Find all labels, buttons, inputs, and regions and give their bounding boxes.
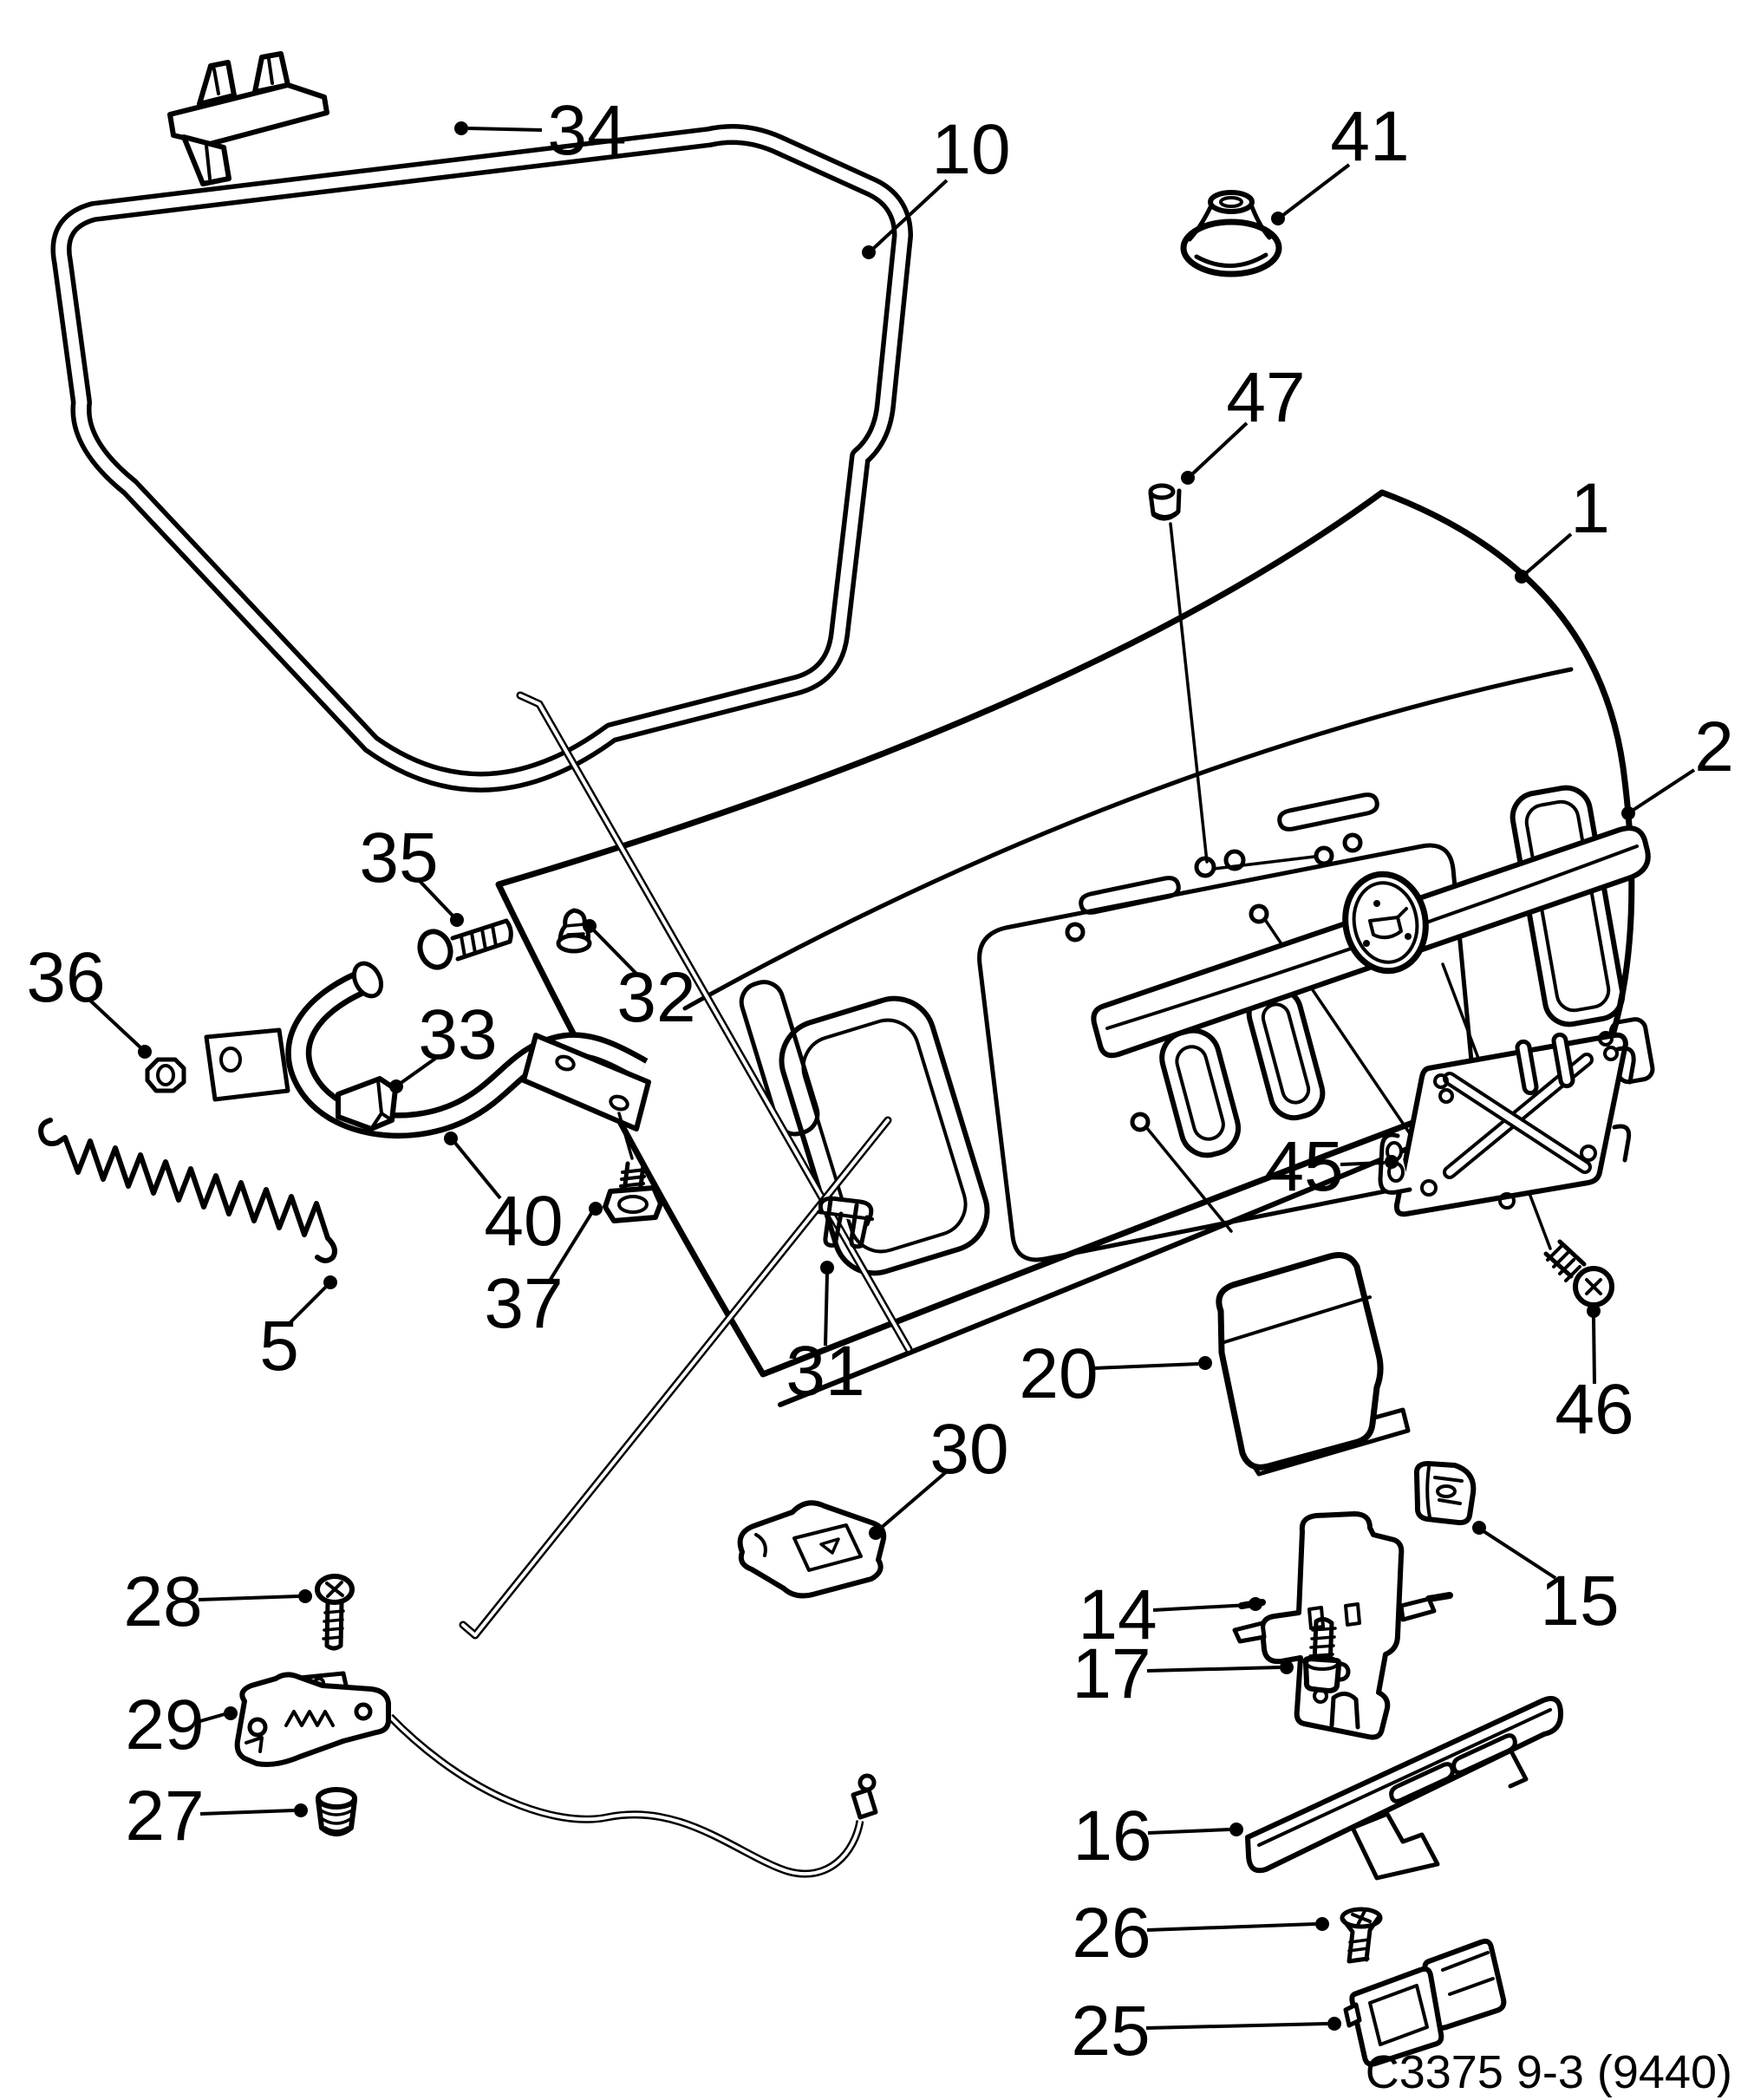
part-tension-spring bbox=[38, 1118, 337, 1263]
part-lock-cover-20 bbox=[1216, 1252, 1411, 1477]
part-grommet-41 bbox=[1180, 190, 1282, 277]
callout-32: 32 bbox=[616, 958, 695, 1037]
callout-14: 14 bbox=[1078, 1575, 1157, 1654]
leader-29 bbox=[199, 1706, 238, 1723]
leader-25 bbox=[1145, 2017, 1341, 2031]
part-torsion-rod-a bbox=[516, 691, 913, 1353]
leader-5 bbox=[288, 1275, 337, 1325]
callout-labels: 34 10 41 47 1 2 35 36 33 32 40 37 5 31 2… bbox=[26, 91, 1733, 2071]
part-lock-latch-14 bbox=[1232, 1511, 1453, 1740]
part-plate-bracket-45 bbox=[1378, 1031, 1636, 1217]
callout-37: 37 bbox=[484, 1264, 563, 1343]
callout-46: 46 bbox=[1555, 1370, 1633, 1449]
callout-26: 26 bbox=[1072, 1894, 1151, 1973]
leader-30 bbox=[869, 1470, 949, 1540]
saab-emblem bbox=[1342, 871, 1429, 975]
callout-10: 10 bbox=[931, 110, 1010, 189]
leader-46 bbox=[1587, 1304, 1601, 1385]
callout-41: 41 bbox=[1330, 97, 1409, 176]
lid-left-cutout bbox=[779, 995, 990, 1276]
leader-47 bbox=[1181, 421, 1249, 485]
callout-45: 45 bbox=[1264, 1127, 1343, 1206]
part-clip-33 bbox=[336, 1076, 398, 1132]
callout-27: 27 bbox=[125, 1777, 204, 1855]
part-plastic-nut-27 bbox=[316, 1787, 357, 1836]
callout-15: 15 bbox=[1540, 1562, 1619, 1640]
leader-10 bbox=[862, 179, 949, 259]
leader-17 bbox=[1146, 1660, 1294, 1674]
leader-1 bbox=[1515, 532, 1573, 584]
part-torsion-rod-b bbox=[459, 1116, 892, 1640]
leader-31 bbox=[820, 1261, 834, 1347]
leader-45 bbox=[1340, 1155, 1399, 1169]
callout-30: 30 bbox=[929, 1410, 1008, 1489]
leader-27 bbox=[199, 1803, 308, 1817]
callout-33: 33 bbox=[418, 995, 497, 1074]
callout-35: 35 bbox=[359, 818, 438, 897]
lid-slot-2 bbox=[1277, 792, 1379, 832]
leader-lines bbox=[87, 121, 1696, 2031]
callout-25: 25 bbox=[1071, 1992, 1150, 2071]
callout-31: 31 bbox=[786, 1332, 864, 1411]
callout-34: 34 bbox=[547, 91, 626, 170]
part-release-latch-29 bbox=[234, 1671, 878, 1878]
part-bolt-37 bbox=[603, 1161, 663, 1223]
part-plate-light-strip-16 bbox=[1245, 1696, 1563, 1881]
part-screw-28 bbox=[315, 1574, 355, 1651]
part-striker-plate-30 bbox=[737, 1500, 887, 1599]
leader-14 bbox=[1152, 1597, 1262, 1612]
leader-36 bbox=[87, 997, 152, 1059]
leader-35 bbox=[416, 877, 464, 927]
leader-41 bbox=[1271, 163, 1351, 225]
part-bolt-17 bbox=[1302, 1616, 1342, 1693]
leader-32 bbox=[583, 919, 639, 976]
lid-left-cutout-partial bbox=[739, 980, 820, 1137]
part-weatherstrip-seal bbox=[50, 124, 913, 792]
part-nut-36 bbox=[145, 1057, 186, 1093]
callout-20: 20 bbox=[1019, 1334, 1098, 1413]
part-screw-26 bbox=[1340, 1907, 1383, 1964]
part-latch-cap-15 bbox=[1413, 1461, 1477, 1526]
leader-2 bbox=[1621, 768, 1696, 820]
part-trunk-lid bbox=[495, 489, 1655, 1407]
leader-34 bbox=[454, 121, 543, 135]
part-bolt-35 bbox=[417, 918, 513, 970]
part-screw-46 bbox=[1543, 1239, 1614, 1308]
lid-slot-1 bbox=[1079, 876, 1181, 915]
callout-36: 36 bbox=[26, 938, 105, 1017]
leader-26 bbox=[1146, 1917, 1329, 1932]
leader-28 bbox=[198, 1589, 312, 1603]
callout-29: 29 bbox=[125, 1686, 204, 1764]
callout-17: 17 bbox=[1072, 1634, 1151, 1713]
part-cable-clip-31 bbox=[817, 1196, 874, 1249]
leader-15 bbox=[1472, 1521, 1557, 1580]
part-switch-unit-25 bbox=[1343, 1938, 1507, 2067]
drawing-code: C3375 9-3 (9440) bbox=[1366, 2046, 1732, 2098]
leader-20 bbox=[1093, 1356, 1212, 1370]
part-hinge-pivot-bracket bbox=[204, 1027, 290, 1102]
lid-oval-slot-a bbox=[1159, 1027, 1242, 1158]
callout-16: 16 bbox=[1073, 1797, 1151, 1875]
callout-28: 28 bbox=[123, 1562, 202, 1641]
callout-40: 40 bbox=[484, 1182, 563, 1261]
callout-5: 5 bbox=[259, 1307, 299, 1386]
callout-2: 2 bbox=[1694, 708, 1734, 786]
leader-16 bbox=[1147, 1823, 1243, 1836]
callout-1: 1 bbox=[1570, 469, 1610, 548]
leader-33 bbox=[389, 1054, 440, 1093]
part-clip-bracket-34 bbox=[167, 51, 329, 186]
part-hinge-arm bbox=[285, 961, 651, 1160]
callout-47: 47 bbox=[1226, 358, 1305, 437]
leader-40 bbox=[444, 1132, 502, 1200]
leader-37 bbox=[548, 1202, 603, 1282]
